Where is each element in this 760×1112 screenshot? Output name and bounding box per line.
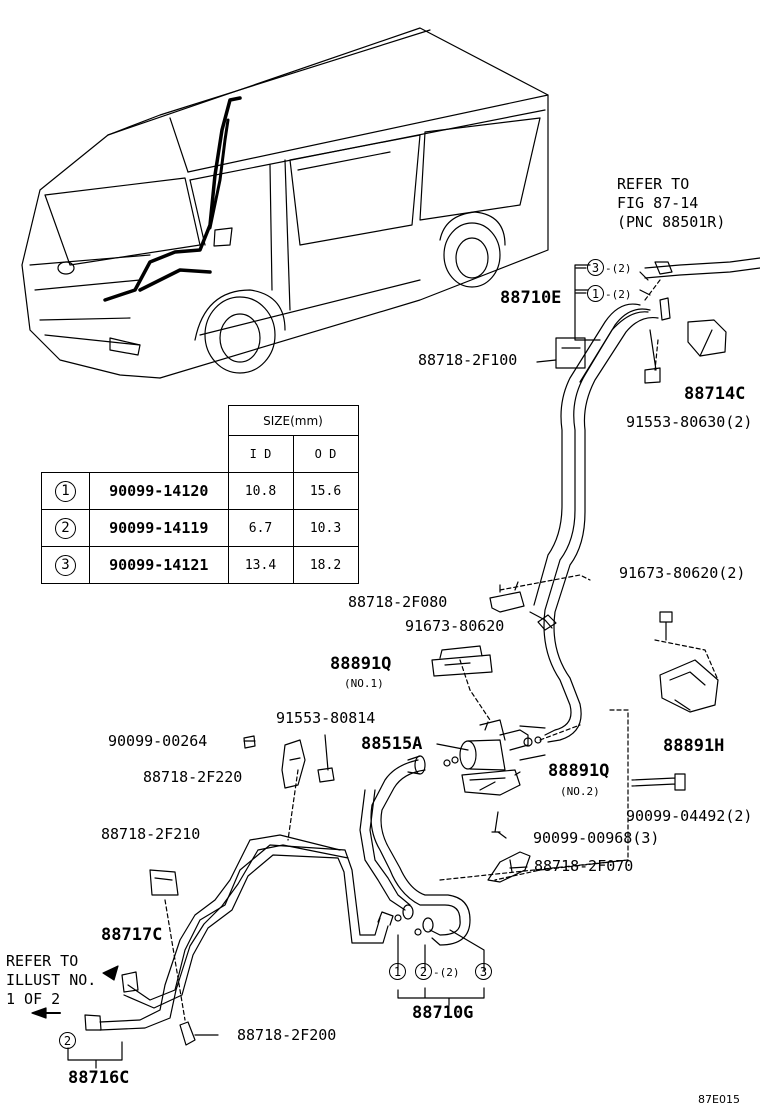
part-88718-2F200: 88718-2F200 — [237, 1026, 337, 1044]
clamp-88718-2F220 — [281, 739, 306, 789]
part-88718-2F080: 88718-2F080 — [348, 593, 448, 611]
upper-pipe-assembly — [533, 257, 760, 743]
part-88891Q-no2: 88891Q — [548, 761, 610, 781]
refer-illust-line1: REFER TO — [6, 952, 79, 970]
blank-cell — [89, 435, 229, 473]
part-88710E: 88710E — [500, 288, 562, 308]
circle-number-2: 2 — [415, 963, 432, 980]
blank-cell — [42, 436, 90, 473]
bracket-88891Q-2 — [461, 769, 521, 796]
circle-number-3: 3 — [55, 554, 76, 576]
refer-fig-line2: FIG 87-14 — [617, 194, 699, 212]
part-90099-00264: 90099-00264 — [108, 732, 208, 750]
od-cell: 10.3 — [292, 509, 359, 547]
table-row: 3 90099-14121 13.4 18.2 — [41, 546, 359, 584]
circle-number-2: 2 — [55, 517, 76, 539]
part-90099-04492: 90099-04492(2) — [626, 807, 753, 825]
callout-2-left: 2 — [59, 1032, 77, 1049]
part-88710G: 88710G — [412, 1003, 474, 1023]
van-illustration — [21, 27, 549, 379]
refer-illust-line2: ILLUST NO. — [6, 971, 97, 989]
id-cell: 6.7 — [227, 509, 294, 547]
part-88718-2F220: 88718-2F220 — [143, 768, 243, 786]
row-number-cell: 2 — [41, 509, 90, 547]
id-cell: 13.4 — [227, 546, 294, 584]
callout-3-bottom: 3 — [475, 963, 493, 980]
callout-1-top: 1-(2) — [587, 285, 632, 303]
bolt-90099-04492 — [631, 773, 686, 791]
qty-label: -(2) — [433, 966, 460, 979]
bolt-91673-80620 — [529, 611, 557, 631]
expansion-valve — [443, 719, 546, 771]
note-no1: (NO.1) — [344, 677, 384, 690]
arrow-left-1 — [102, 965, 119, 981]
circle-number-2: 2 — [59, 1032, 76, 1049]
qty-label: -(2) — [605, 262, 632, 275]
part-88716C: 88716C — [68, 1068, 130, 1088]
part-number-cell: 90099-14121 — [89, 546, 229, 584]
callout-1-bottom: 1 — [389, 963, 407, 980]
table-row: 1 90099-14120 10.8 15.6 — [41, 472, 359, 510]
blank-cell — [90, 406, 229, 436]
circle-number-1: 1 — [587, 285, 604, 302]
circle-number-3: 3 — [475, 963, 492, 980]
size-header: SIZE(mm) — [227, 405, 359, 436]
part-88718-2F210: 88718-2F210 — [101, 825, 201, 843]
part-88714C: 88714C — [684, 384, 746, 404]
qty-label: -(2) — [605, 288, 632, 301]
part-88891H: 88891H — [663, 736, 725, 756]
id-cell: 10.8 — [227, 472, 294, 510]
lower-pipe-assembly — [84, 755, 471, 1046]
part-88515A: 88515A — [361, 734, 423, 754]
figure-code: 87E015 — [698, 1093, 740, 1106]
part-88718-2F100: 88718-2F100 — [418, 351, 518, 369]
clamp-88718-2F070 — [487, 851, 531, 883]
od-cell: 18.2 — [292, 546, 359, 584]
od-cell: 15.6 — [292, 472, 359, 510]
bolt-91553-80814 — [317, 734, 335, 783]
circle-number-3: 3 — [587, 259, 604, 276]
callout-2-bottom: 2-(2) — [415, 963, 460, 981]
part-91673-80620: 91673-80620 — [405, 617, 505, 635]
table-row: 2 90099-14119 6.7 10.3 — [41, 509, 359, 547]
part-91673-80620-2: 91673-80620(2) — [619, 564, 746, 582]
part-91553-80814: 91553-80814 — [276, 709, 376, 727]
clamp-88718-2F080 — [489, 581, 525, 613]
circle-number-1: 1 — [55, 480, 76, 502]
part-88717C: 88717C — [101, 925, 163, 945]
leader-lines — [164, 279, 719, 1021]
refer-fig-line1: REFER TO — [617, 175, 690, 193]
blank-cell — [42, 406, 90, 436]
note-no2: (NO.2) — [560, 785, 600, 798]
part-91553-80630: 91553-80630(2) — [626, 413, 753, 431]
part-number-cell: 90099-14120 — [89, 472, 229, 510]
circle-number-1: 1 — [389, 963, 406, 980]
bracket-88891H — [659, 659, 719, 713]
arrow-left-2 — [31, 1007, 47, 1019]
screw-90099-00968 — [491, 811, 501, 833]
callout-3-top: 3-(2) — [587, 259, 632, 277]
bracket-88891Q-1 — [431, 645, 493, 677]
row-number-cell: 1 — [41, 472, 90, 510]
row-number-cell: 3 — [41, 546, 90, 584]
bolt-90099-00264 — [243, 735, 256, 749]
refer-fig-line3: (PNC 88501R) — [617, 213, 726, 231]
refer-illust-line3: 1 OF 2 — [6, 990, 61, 1008]
col-od-header: O D — [292, 435, 359, 473]
hose-size-table: SIZE(mm) I D O D 1 90099-14120 10.8 15.6… — [41, 405, 359, 584]
col-id-header: I D — [227, 435, 294, 473]
part-number-cell: 90099-14119 — [89, 509, 229, 547]
part-88718-2F070: 88718-2F070 — [534, 857, 634, 875]
bolt-91673-80620-2 — [659, 611, 673, 641]
part-88891Q-no1: 88891Q — [330, 654, 392, 674]
part-90099-00968: 90099-00968(3) — [533, 829, 660, 847]
